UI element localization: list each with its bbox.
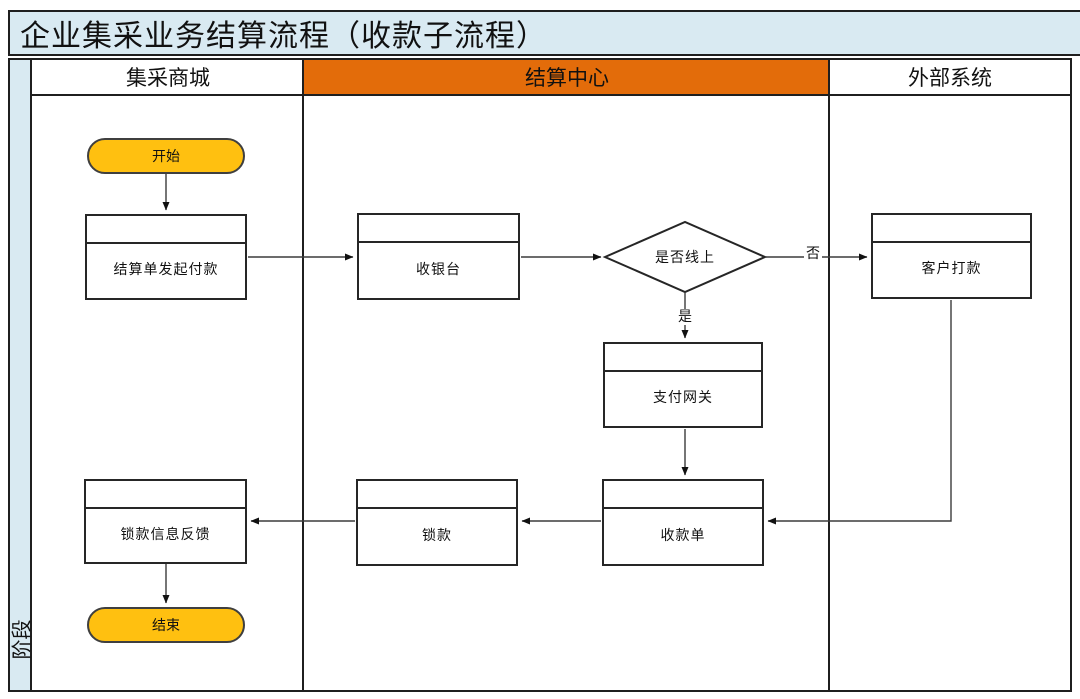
flow-node-end-label: 结束 — [152, 618, 180, 634]
process-header-band — [87, 216, 245, 244]
phase-strip: 阶段 — [10, 60, 34, 690]
process-header-band — [604, 481, 762, 509]
flow-node-customer-payment-label: 客户打款 — [921, 261, 982, 277]
process-header-band — [86, 481, 245, 509]
flow-node-end: 结束 — [87, 607, 245, 643]
flow-node-cashier-label: 收银台 — [416, 261, 461, 278]
page-title: 企业集采业务结算流程（收款子流程） — [8, 10, 1080, 56]
process-header-band — [605, 344, 761, 372]
flow-node-decision-online: 是否线上 — [655, 250, 715, 266]
lane-separator — [302, 60, 304, 690]
flow-node-payment-gateway: 支付网关 — [603, 342, 763, 428]
flow-node-start-label: 开始 — [152, 149, 180, 165]
flow-node-settlement-payment-label: 结算单发起付款 — [113, 262, 219, 278]
process-header-band — [873, 215, 1030, 243]
flow-node-lock-funds: 锁款 — [356, 479, 518, 566]
flow-node-lock-feedback-label: 锁款信息反馈 — [120, 526, 211, 543]
flow-node-receipt-order: 收款单 — [602, 479, 764, 566]
flow-node-customer-payment: 客户打款 — [871, 213, 1032, 299]
process-header-band — [358, 481, 516, 509]
flow-node-lock-feedback: 锁款信息反馈 — [84, 479, 247, 564]
flow-node-receipt-order-label: 收款单 — [660, 527, 706, 544]
flow-node-settlement-payment: 结算单发起付款 — [85, 214, 247, 300]
edge-label-no: 否 — [804, 246, 822, 262]
lane-separator — [828, 60, 830, 690]
phase-label: 阶段 — [9, 619, 34, 660]
flow-node-cashier: 收银台 — [357, 213, 520, 300]
flow-node-lock-funds-label: 锁款 — [422, 527, 452, 544]
process-header-band — [359, 215, 518, 243]
flow-node-payment-gateway-label: 支付网关 — [653, 390, 713, 406]
lane-header-settlement-center: 结算中心 — [304, 60, 830, 96]
lane-header-mall: 集采商城 — [32, 60, 304, 96]
flow-node-start: 开始 — [87, 138, 245, 174]
edge-label-yes: 是 — [676, 309, 694, 325]
lane-header-external-system: 外部系统 — [830, 60, 1070, 96]
